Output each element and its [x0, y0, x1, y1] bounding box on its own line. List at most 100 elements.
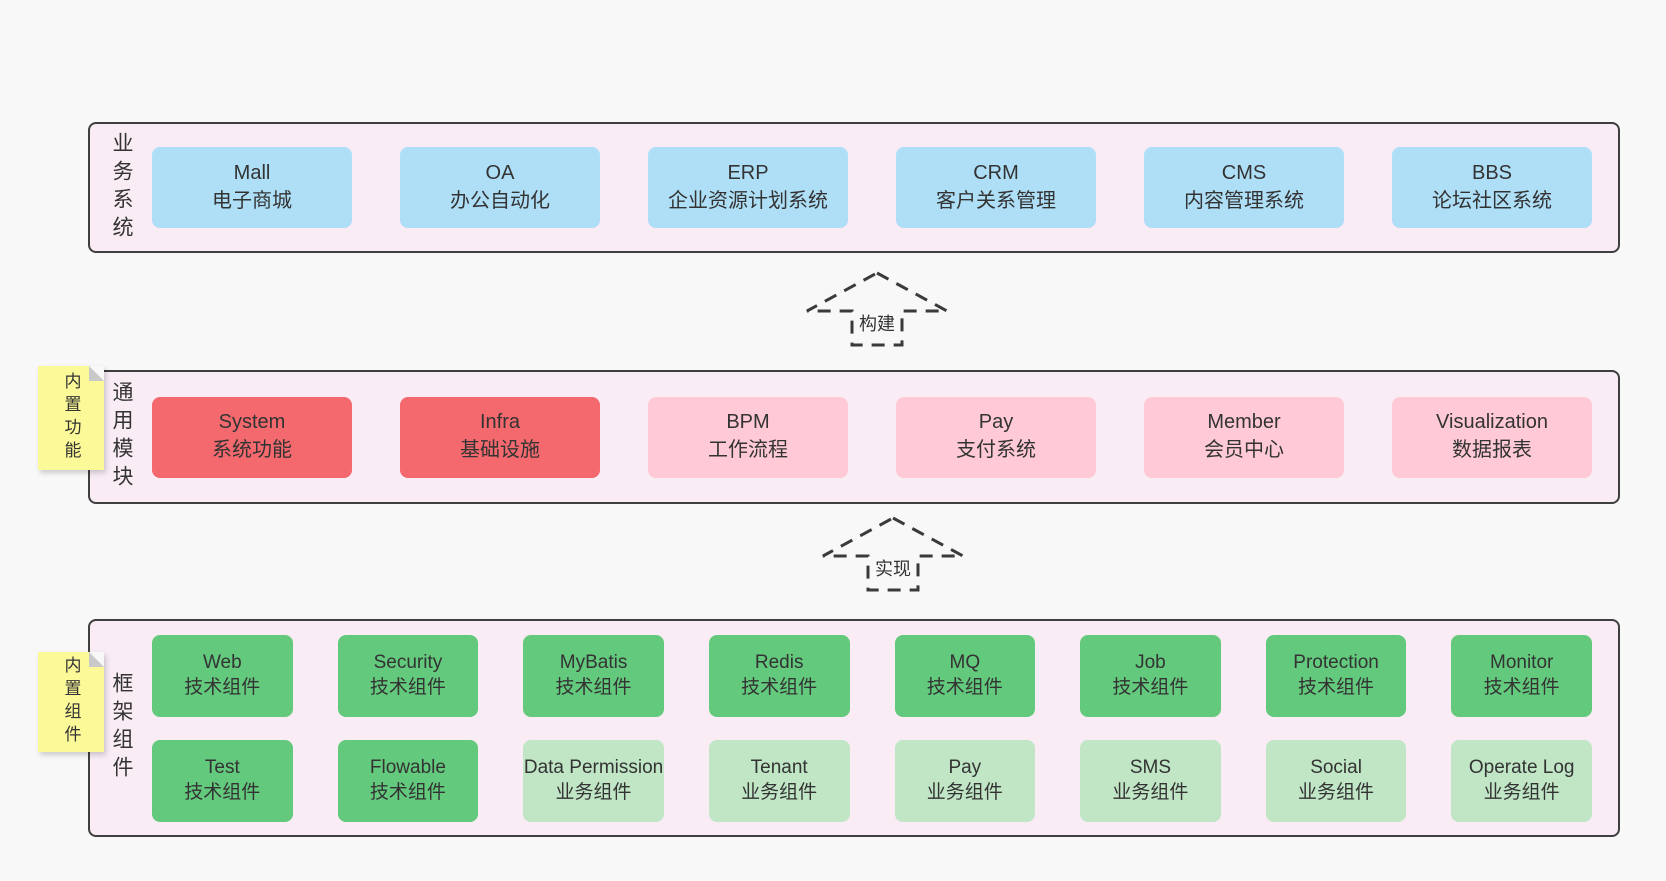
box-desc: 业务组件 — [555, 781, 632, 803]
box-pay-component: Pay 业务组件 — [894, 739, 1036, 822]
up-arrow-build-icon — [806, 271, 948, 347]
box-name: Operate Log — [1468, 756, 1575, 778]
box-member: Member 会员中心 — [1144, 396, 1344, 478]
box-name: BPM — [726, 411, 770, 434]
modules-boxes-row: System 系统功能 Infra 基础设施 BPM 工作流程 Pay 支付系统… — [144, 372, 1618, 502]
business-layer-side-label: 业务系统 — [98, 124, 144, 251]
up-arrow-implement-icon — [822, 516, 964, 592]
business-layer-side-label-text: 业务系统 — [110, 131, 133, 244]
box-desc: 业务组件 — [926, 781, 1003, 803]
box-social: Social 业务组件 — [1265, 739, 1407, 822]
box-name: System — [218, 411, 286, 434]
box-protection: Protection 技术组件 — [1265, 634, 1407, 717]
box-bbs: BBS 论坛社区系统 — [1392, 147, 1592, 228]
components-layer-side-label: 框架组件 — [98, 621, 144, 835]
box-desc: 技术组件 — [1112, 676, 1189, 698]
box-mall: Mall 电子商城 — [152, 147, 352, 228]
box-operate-log: Operate Log 业务组件 — [1451, 739, 1592, 822]
box-desc: 企业资源计划系统 — [668, 189, 828, 212]
box-redis: Redis 技术组件 — [708, 634, 850, 717]
box-tenant: Tenant 业务组件 — [708, 739, 850, 822]
box-desc: 技术组件 — [741, 676, 818, 698]
box-desc: 技术组件 — [184, 781, 261, 803]
box-desc: 支付系统 — [956, 439, 1036, 461]
box-name: SMS — [1129, 756, 1172, 778]
box-oa: OA 办公自动化 — [400, 147, 600, 228]
box-desc: 办公自动化 — [450, 189, 550, 212]
box-desc: 业务组件 — [741, 781, 818, 803]
box-name: Pay — [978, 411, 1014, 434]
box-desc: 基础设施 — [460, 439, 540, 461]
box-name: OA — [485, 161, 515, 184]
box-security: Security 技术组件 — [337, 634, 479, 717]
box-name: Social — [1310, 756, 1362, 778]
box-name: Web — [202, 651, 242, 673]
box-desc: 业务组件 — [1112, 781, 1189, 803]
box-desc: 内容管理系统 — [1184, 189, 1304, 212]
box-desc: 工作流程 — [708, 439, 788, 461]
components-row-1: Web 技术组件 Security 技术组件 MyBatis 技术组件 Redi… — [152, 634, 1592, 717]
box-name: Protection — [1293, 651, 1379, 673]
sticky-note-built-in-features: 内置功能 — [38, 366, 104, 470]
box-desc: 技术组件 — [1483, 676, 1560, 698]
box-name: MyBatis — [559, 651, 628, 673]
box-name: Job — [1135, 651, 1166, 673]
box-desc: 技术组件 — [555, 676, 632, 698]
box-name: Flowable — [369, 756, 446, 778]
box-desc: 论坛社区系统 — [1432, 189, 1552, 212]
box-desc: 技术组件 — [184, 676, 261, 698]
box-name: MQ — [949, 651, 981, 673]
box-desc: 技术组件 — [1298, 676, 1375, 698]
box-desc: 客户关系管理 — [936, 189, 1056, 212]
box-name: Infra — [479, 411, 521, 434]
components-layer-side-label-text: 框架组件 — [110, 672, 133, 784]
box-name: CRM — [973, 161, 1019, 184]
box-desc: 技术组件 — [369, 676, 446, 698]
box-name: Visualization — [1436, 411, 1548, 434]
box-name: Redis — [754, 651, 804, 673]
box-name: ERP — [727, 161, 769, 184]
box-name: Tenant — [750, 756, 808, 778]
box-web: Web 技术组件 — [152, 634, 293, 717]
box-desc: 数据报表 — [1452, 439, 1532, 461]
box-name: Test — [204, 756, 240, 778]
box-system: System 系统功能 — [152, 396, 352, 478]
box-desc: 电子商城 — [212, 189, 292, 212]
box-name: Pay — [948, 756, 982, 778]
box-data-permission: Data Permission 业务组件 — [523, 739, 664, 822]
box-name: Member — [1207, 411, 1281, 434]
box-infra: Infra 基础设施 — [400, 396, 600, 478]
sticky-note-built-in-components: 内置组件 — [38, 652, 104, 752]
box-name: CMS — [1221, 161, 1267, 184]
box-cms: CMS 内容管理系统 — [1144, 147, 1344, 228]
arrow-implement-label: 实现 — [871, 555, 915, 581]
layer-common-modules: 通用模块 System 系统功能 Infra 基础设施 BPM 工作流程 Pay… — [88, 370, 1620, 504]
box-desc: 技术组件 — [369, 781, 446, 803]
layer-business-systems: 业务系统 Mall 电子商城 OA 办公自动化 ERP 企业资源计划系统 CRM… — [88, 122, 1620, 253]
business-boxes-row: Mall 电子商城 OA 办公自动化 ERP 企业资源计划系统 CRM 客户关系… — [144, 124, 1618, 251]
box-pay-module: Pay 支付系统 — [896, 396, 1096, 478]
box-desc: 系统功能 — [212, 439, 292, 461]
arrow-build-label: 构建 — [855, 310, 899, 336]
box-crm: CRM 客户关系管理 — [896, 147, 1096, 228]
box-desc: 业务组件 — [1298, 781, 1375, 803]
sticky-note-text: 内置功能 — [61, 372, 81, 464]
box-monitor: Monitor 技术组件 — [1451, 634, 1592, 717]
layer-framework-components: 框架组件 Web 技术组件 Security 技术组件 MyBatis 技术组件… — [88, 619, 1620, 837]
box-desc: 会员中心 — [1204, 439, 1284, 461]
modules-layer-side-label: 通用模块 — [98, 372, 144, 502]
box-mq: MQ 技术组件 — [894, 634, 1036, 717]
box-desc: 技术组件 — [926, 676, 1003, 698]
components-rows: Web 技术组件 Security 技术组件 MyBatis 技术组件 Redi… — [144, 621, 1618, 835]
modules-layer-side-label-text: 通用模块 — [110, 381, 133, 493]
box-desc: 业务组件 — [1483, 781, 1560, 803]
box-test: Test 技术组件 — [152, 739, 293, 822]
box-visualization: Visualization 数据报表 — [1392, 396, 1592, 478]
box-bpm: BPM 工作流程 — [648, 396, 848, 478]
box-name: Data Permission — [523, 756, 664, 778]
box-sms: SMS 业务组件 — [1080, 739, 1221, 822]
components-row-2: Test 技术组件 Flowable 技术组件 Data Permission … — [152, 739, 1592, 822]
box-job: Job 技术组件 — [1080, 634, 1221, 717]
box-name: Monitor — [1490, 651, 1554, 673]
